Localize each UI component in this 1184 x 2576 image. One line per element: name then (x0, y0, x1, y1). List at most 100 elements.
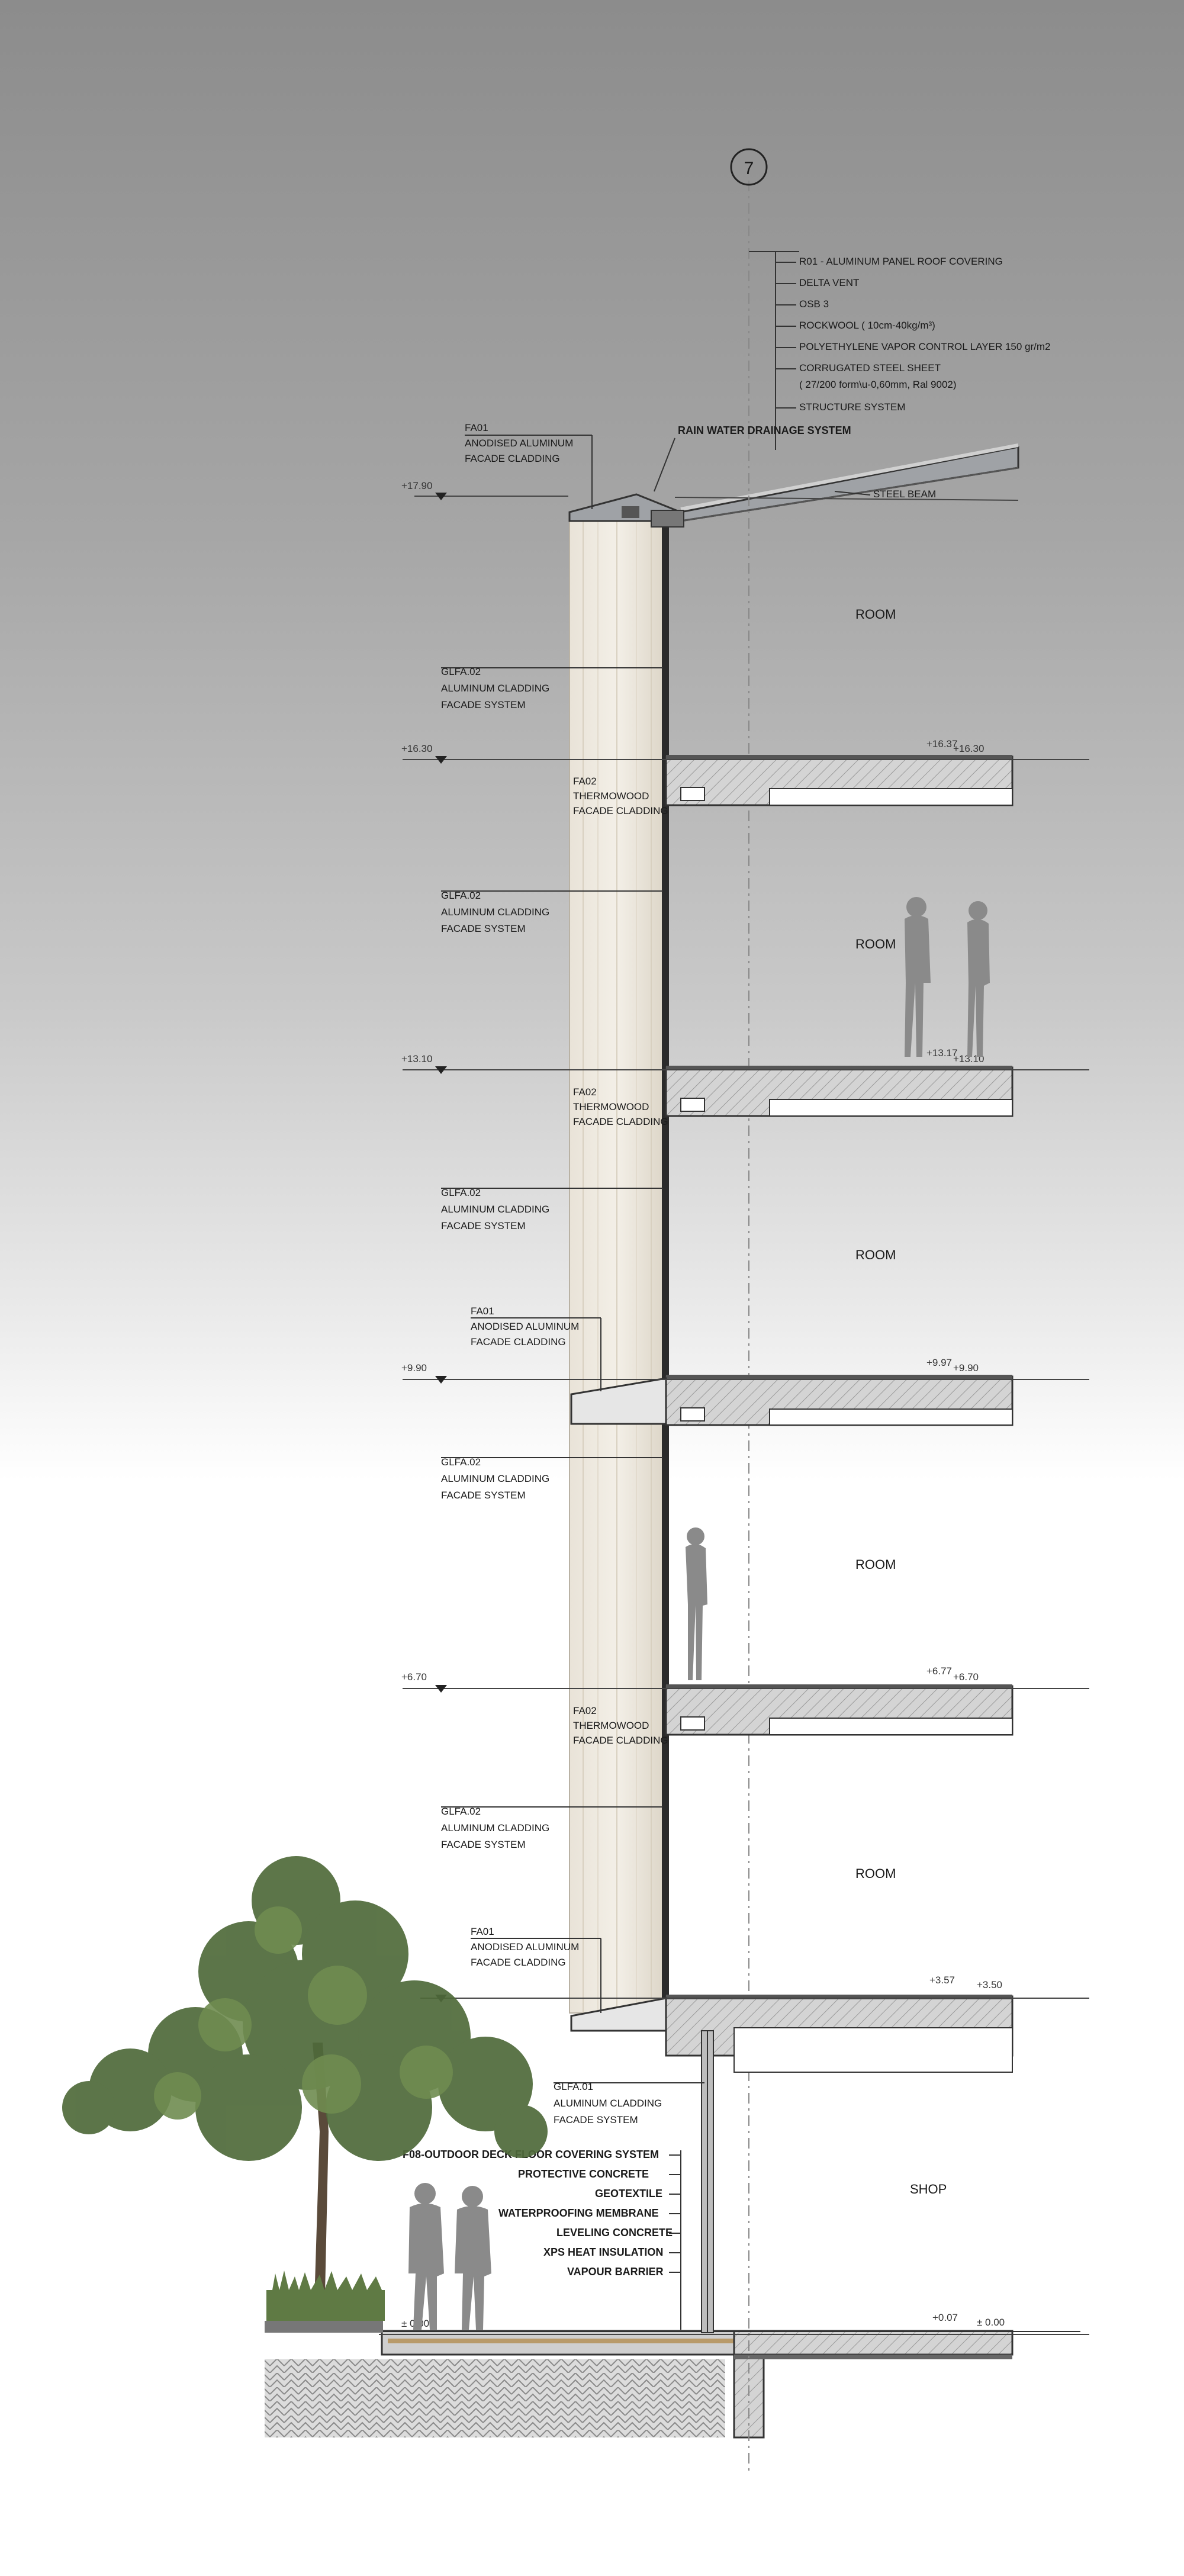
roof-layer-5: POLYETHYLENE VAPOR CONTROL LAYER 150 gr/… (799, 341, 1051, 352)
roof (568, 443, 1019, 528)
shop-glazing (701, 2030, 714, 2333)
deck-layers-callout: F08-OUTDOOR DECK FLOOR COVERING SYSTEM P… (403, 2149, 681, 2330)
deck-layer-5: LEVELING CONCRETE (556, 2227, 673, 2239)
glfa-5-line3: FACADE SYSTEM (441, 1839, 526, 1850)
glfa-5-line2: ALUMINUM CLADDING (441, 1822, 549, 1834)
glfa-01-line1: GLFA.01 (554, 2081, 593, 2092)
fa01-low-line2: ANODISED ALUMINUM (471, 1941, 579, 1953)
room-label-5: ROOM (855, 607, 896, 622)
level-1310-right: +13.10 (953, 1053, 984, 1065)
fa01-mid-line1: FA01 (471, 1305, 494, 1317)
slab-990 (665, 1375, 1014, 1426)
room-labels: ROOM ROOM ROOM ROOM ROOM SHOP (855, 607, 947, 2196)
fa01-low-line3: FACADE CLADDING (471, 1957, 566, 1968)
slab-1630 (665, 755, 1014, 806)
glfa-4-line1: GLFA.02 (441, 1456, 481, 1468)
grid-marker (730, 148, 768, 186)
fa02-1-line2: THERMOWOOD (573, 790, 649, 802)
room-label-1: ROOM (855, 1866, 896, 1881)
room-label-2: ROOM (855, 1557, 896, 1572)
floor-slabs (570, 755, 1014, 2073)
glfa-01-line3: FACADE SYSTEM (554, 2114, 638, 2125)
glfa-1-line1: GLFA.02 (441, 666, 481, 677)
level-1317: +13.17 (926, 1047, 957, 1059)
fa01-low-line1: FA01 (471, 1926, 494, 1937)
room-label-4: ROOM (855, 937, 896, 951)
rain-water-label: RAIN WATER DRAINAGE SYSTEM (678, 424, 851, 436)
deck-layer-4: WATERPROOFING MEMBRANE (498, 2207, 659, 2219)
level-1637: +16.37 (926, 738, 957, 750)
level-1630-right: +16.30 (953, 743, 984, 754)
roof-layer-3: OSB 3 (799, 298, 829, 310)
facade-cladding-column (569, 520, 669, 2014)
roof-layer-7: ( 27/200 form\u-0,60mm, Ral 9002) (799, 379, 957, 390)
roof-layer-2: DELTA VENT (799, 277, 859, 288)
level-670-right: +6.70 (953, 1671, 979, 1683)
fa02-2-line2: THERMOWOOD (573, 1101, 649, 1112)
person-icon (905, 897, 931, 1057)
slab-670 (665, 1684, 1014, 1736)
fa01-top-line1: FA01 (465, 422, 488, 433)
slab-350 (665, 1995, 1014, 2073)
fa02-1-line1: FA02 (573, 776, 597, 787)
glfa-3-line1: GLFA.02 (441, 1187, 481, 1198)
fa02-3-line2: THERMOWOOD (573, 1720, 649, 1731)
glfa-2-line1: GLFA.02 (441, 890, 481, 901)
grid-marker-label: 7 (744, 159, 754, 178)
level-1310: +13.10 (401, 1053, 432, 1065)
roof-layer-8: STRUCTURE SYSTEM (799, 401, 905, 413)
fa02-3-line1: FA02 (573, 1705, 597, 1716)
glfa-2-line2: ALUMINUM CLADDING (441, 906, 549, 918)
shop-label: SHOP (910, 2182, 947, 2196)
glfa-2-line3: FACADE SYSTEM (441, 923, 526, 934)
level-997: +9.97 (926, 1357, 952, 1368)
level-1630: +16.30 (401, 743, 432, 754)
ground-hatch (265, 2321, 1080, 2439)
fa02-1-line3: FACADE CLADDING (573, 805, 668, 816)
deck-layer-6: XPS HEAT INSULATION (543, 2246, 663, 2258)
level-670: +6.70 (401, 1671, 427, 1683)
fa02-2-line1: FA02 (573, 1086, 597, 1098)
level-007: +0.07 (932, 2312, 958, 2323)
roof-layer-4: ROCKWOOL ( 10cm-40kg/m³) (799, 320, 935, 331)
roof-layer-6: CORRUGATED STEEL SHEET (799, 362, 941, 374)
level-990-right: +9.90 (953, 1362, 979, 1374)
glfa-4-line2: ALUMINUM CLADDING (441, 1473, 549, 1484)
fa01-mid-line2: ANODISED ALUMINUM (471, 1321, 579, 1332)
glfa-1-line3: FACADE SYSTEM (441, 699, 526, 710)
people-silhouettes (408, 897, 990, 2330)
fa02-2-line3: FACADE CLADDING (573, 1116, 668, 1127)
glfa-01-line2: ALUMINUM CLADDING (554, 2098, 662, 2109)
fa01-top-line2: ANODISED ALUMINUM (465, 438, 573, 449)
fa01-top-line3: FACADE CLADDING (465, 453, 560, 464)
roof-layer-1: R01 - ALUMINUM PANEL ROOF COVERING (799, 256, 1003, 267)
person-icon (686, 1527, 707, 1680)
grass-shrub (266, 2271, 385, 2321)
steel-beam-label: STEEL BEAM (873, 488, 936, 500)
facade-callouts: FA01 ANODISED ALUMINUM FACADE CLADDING G… (441, 422, 704, 2125)
slab-1310 (665, 1066, 1014, 1117)
glfa-1-line2: ALUMINUM CLADDING (441, 683, 549, 694)
level-350: +3.50 (977, 1979, 1002, 1990)
deck-layer-7: VAPOUR BARRIER (567, 2266, 664, 2278)
level-990: +9.90 (401, 1362, 427, 1374)
room-label-3: ROOM (855, 1247, 896, 1262)
person-icon (967, 901, 990, 1057)
level-1790: +17.90 (401, 480, 432, 491)
level-labels: +17.90 +16.30 +16.37 +16.30 +13.10 +13.1… (401, 480, 1005, 2329)
fa01-mid-line3: FACADE CLADDING (471, 1336, 566, 1348)
level-677: +6.77 (926, 1665, 952, 1677)
glfa-4-line3: FACADE SYSTEM (441, 1490, 526, 1501)
deck-layer-3: GEOTEXTILE (595, 2188, 662, 2199)
level-000-right: ± 0.00 (977, 2317, 1005, 2328)
tree-icon (62, 1856, 548, 2321)
roof-layers-callout: R01 - ALUMINUM PANEL ROOF COVERING DELTA… (654, 251, 1051, 500)
deck-layer-2: PROTECTIVE CONCRETE (518, 2168, 649, 2180)
person-icon (408, 2183, 444, 2330)
glfa-5-line1: GLFA.02 (441, 1806, 481, 1817)
fa02-3-line3: FACADE CLADDING (573, 1735, 668, 1746)
level-357: +3.57 (929, 1974, 955, 1986)
glfa-3-line2: ALUMINUM CLADDING (441, 1204, 549, 1215)
person-icon (455, 2186, 491, 2330)
